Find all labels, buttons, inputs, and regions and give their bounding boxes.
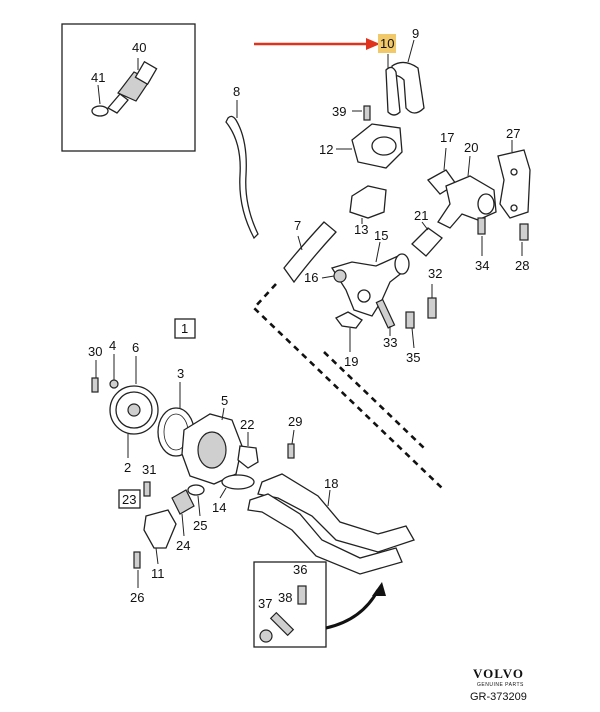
callout-15: 15: [374, 228, 388, 243]
inset-bolt-box: [253, 561, 327, 648]
bolt-part-30: [91, 360, 99, 393]
callout-12: 12: [319, 142, 333, 157]
brand-subtitle: GENUINE PARTS: [477, 682, 524, 688]
bolt-part-35: [405, 311, 415, 349]
callout-1: 1: [181, 321, 188, 336]
gasket-part-22: [237, 445, 259, 469]
callout-18: 18: [324, 476, 338, 491]
bolt-part-39: [352, 105, 371, 121]
cover-part-11: [143, 509, 177, 565]
thermostat-part-24: [171, 489, 195, 537]
callout-7: 7: [294, 218, 301, 233]
water-pump-part-5: [181, 407, 243, 485]
seal-part-14: [221, 474, 255, 490]
callout-36: 36: [293, 562, 307, 577]
washer-part-37: [259, 629, 273, 643]
coolant-pipe-part-18: [247, 473, 415, 575]
callout-33: 33: [383, 335, 397, 350]
callout-31: 31: [142, 462, 156, 477]
bracket-part-27: [497, 140, 531, 219]
bolt-part-34: [477, 217, 486, 256]
bolt-part-36: [297, 585, 307, 605]
sleeve-part-21: [411, 221, 443, 257]
callout-labels: 40 41 8 10 9 39 12 17 27 20 13 21 7 15 3…: [88, 26, 529, 611]
hose-part-7: [283, 221, 337, 284]
callout-16: 16: [304, 270, 318, 285]
callout-37: 37: [258, 596, 272, 611]
callout-40: 40: [132, 40, 146, 55]
callout-25: 25: [193, 518, 207, 533]
callout-24: 24: [176, 538, 190, 553]
callout-19: 19: [344, 354, 358, 369]
figure-code: GR-373209: [470, 691, 527, 703]
gasket-part-13: [349, 185, 387, 219]
callout-20: 20: [464, 140, 478, 155]
pulley-part-6: [109, 356, 159, 435]
callout-3: 3: [177, 366, 184, 381]
callout-9: 9: [412, 26, 419, 41]
bolt-part-32: [427, 284, 437, 319]
callout-39: 39: [332, 104, 346, 119]
callout-41: 41: [91, 70, 105, 85]
callout-35: 35: [406, 350, 420, 365]
assembly-boundary: [252, 283, 443, 489]
section-box-23: [118, 489, 141, 509]
highlight-arrow: [254, 38, 380, 50]
inset-arrow: [325, 589, 380, 630]
callout-28: 28: [515, 258, 529, 273]
callout-29: 29: [288, 414, 302, 429]
bolt-part-31: [143, 481, 151, 497]
callout-32: 32: [428, 266, 442, 281]
inset-sensor-box: [61, 23, 196, 152]
pipe-part-20: [437, 155, 497, 229]
callout-4: 4: [109, 338, 116, 353]
callout-38: 38: [278, 590, 292, 605]
callout-34: 34: [475, 258, 489, 273]
callout-11: 11: [151, 566, 165, 581]
callout-8: 8: [233, 84, 240, 99]
o-ring-part-25: [187, 484, 205, 496]
callout-17: 17: [440, 130, 454, 145]
section-box-1: [174, 318, 196, 339]
bolt-part-4: [109, 354, 119, 389]
o-ring-part-41: [91, 105, 109, 117]
bolt-part-16: [321, 269, 347, 283]
hose-part-9: [391, 61, 425, 114]
thermostat-housing-part-12: [336, 123, 403, 169]
callout-5: 5: [221, 393, 228, 408]
brand-block: VOLVO GENUINE PARTS GR-373209: [470, 666, 527, 703]
callout-13: 13: [354, 222, 368, 237]
bolt-part-38: [269, 611, 295, 637]
callout-6: 6: [132, 340, 139, 355]
sensor-part-40: [106, 60, 158, 114]
bolt-part-33: [375, 298, 396, 336]
callout-14: 14: [212, 500, 226, 515]
coolant-pipe-part-15: [330, 241, 410, 317]
bolt-part-29: [287, 429, 295, 459]
bolt-part-28: [519, 223, 529, 256]
callout-21: 21: [414, 208, 428, 223]
callout-2: 2: [124, 460, 131, 475]
gasket-part-19: [335, 311, 363, 329]
callout-27: 27: [506, 126, 520, 141]
brand-logo-text: VOLVO: [473, 666, 524, 681]
hose-part-8: [225, 115, 259, 240]
callout-30: 30: [88, 344, 102, 359]
callout-10: 10: [380, 36, 394, 51]
highlight-box-10: [378, 34, 396, 53]
callout-22: 22: [240, 417, 254, 432]
callout-23: 23: [122, 492, 136, 507]
bolt-part-26: [133, 551, 141, 588]
callout-26: 26: [130, 590, 144, 605]
